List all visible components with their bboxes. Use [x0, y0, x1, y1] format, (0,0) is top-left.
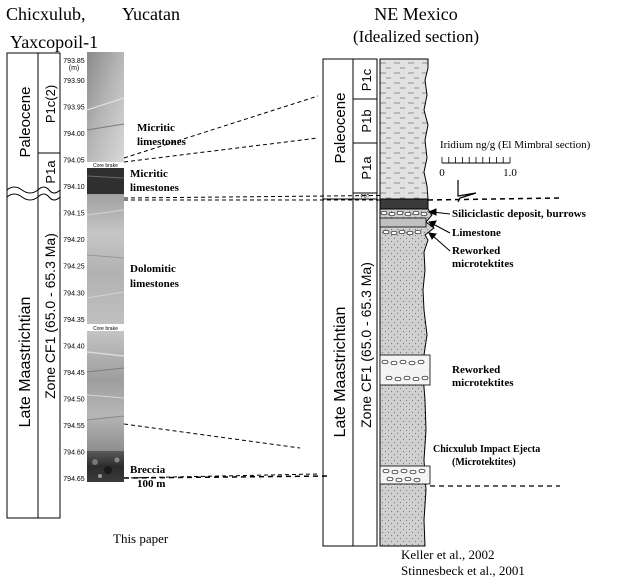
iridium-curve	[457, 180, 477, 203]
depth-label: 793.95	[63, 105, 85, 112]
right-epoch-paleocene: Paleocene	[332, 93, 349, 164]
iridium-tick-0: 0	[439, 167, 445, 179]
left-zone-p1a: P1a	[43, 160, 58, 184]
iridium-title: Iridium ng/g (El Mimbral section)	[440, 139, 591, 151]
lithologic-column	[379, 58, 435, 547]
core-photo	[86, 52, 125, 482]
lith-breccia: Breccia	[130, 464, 166, 476]
depth-label: 794.50	[63, 396, 85, 403]
right-epoch-maastrichtian: Late Maastrichtian	[332, 307, 349, 438]
lith-breccia-thickness: 100 m	[137, 478, 165, 490]
label-limestone: Limestone	[452, 227, 501, 239]
right-zone-p0: P0?	[361, 194, 370, 200]
lith-micritic-1: Micritic	[137, 122, 175, 134]
label-impact-ejecta: Chicxulub Impact Ejecta	[433, 444, 540, 455]
depth-label: 794.05	[63, 158, 85, 165]
depth-label: 794.55	[63, 423, 85, 430]
depth-label: 794.30	[63, 290, 85, 297]
depth-label: 794.35	[63, 317, 85, 324]
right-zone-p1b: P1b	[359, 109, 374, 132]
left-breccia-boundary	[123, 475, 331, 479]
label-reworked-1: Reworked	[452, 245, 500, 257]
right-zone-p1a: P1a	[359, 156, 374, 180]
reference-stinnesbeck: Stinnesbeck et al., 2001	[401, 563, 525, 578]
left-title-line2: Yaxcopoil-1	[10, 32, 98, 52]
core-brake-1: Core brake	[93, 163, 118, 169]
left-zone-p1c: P1c(2)	[43, 85, 58, 123]
left-credit: This paper	[113, 531, 169, 546]
depth-labels: 793.90 793.95 794.00 794.05 794.10 794.15 794.…	[63, 78, 85, 483]
left-title-region: Yucatan	[122, 4, 180, 24]
left-zone-cf1: Zone CF1 (65.0 - 65.3 Ma)	[42, 233, 58, 399]
depth-label: 794.15	[63, 211, 85, 218]
depth-label: 793.85	[63, 58, 85, 65]
iridium-tick-1: 1.0	[503, 167, 517, 179]
left-title-line1: Chicxulub,	[6, 4, 86, 24]
annotation-arrows	[427, 208, 451, 252]
depth-label: 794.65	[63, 476, 85, 483]
depth-label: 793.90	[63, 78, 85, 85]
depth-unit: (m)	[69, 65, 80, 72]
right-zone-p1c: P1c	[359, 68, 374, 91]
depth-label: 794.00	[63, 131, 85, 138]
right-title-line1: NE Mexico	[374, 4, 457, 24]
depth-label: 794.40	[63, 343, 85, 350]
reference-keller: Keller et al., 2002	[401, 547, 495, 562]
depth-label: 794.10	[63, 184, 85, 191]
depth-label: 794.25	[63, 264, 85, 271]
left-zone-column	[37, 52, 61, 519]
label-microtektites-2: microtektites	[452, 377, 514, 389]
right-zone-cf1: Zone CF1 (65.0 - 65.3 Ma)	[358, 262, 374, 428]
depth-label: 794.45	[63, 370, 85, 377]
label-microtektites-ejecta: (Microtektites)	[452, 457, 516, 468]
label-microtektites-1: microtektites	[452, 258, 514, 270]
core-brake-2: Core brake	[93, 326, 118, 332]
label-reworked-2: Reworked	[452, 364, 500, 376]
right-zone-column	[352, 58, 378, 547]
depth-label: 794.20	[63, 237, 85, 244]
iridium-axis	[441, 157, 511, 164]
lith-limestones-1: limestones	[137, 136, 187, 148]
lith-dolomitic: Dolomitic	[130, 263, 176, 275]
right-kt-boundary	[427, 197, 561, 201]
label-siliciclastic: Siliciclastic deposit, burrows	[452, 208, 587, 220]
left-epoch-paleocene: Paleocene	[17, 87, 34, 158]
depth-label: 794.60	[63, 450, 85, 457]
lith-micritic-2: Micritic	[130, 168, 168, 180]
left-epoch-maastrichtian: Late Maastrichtian	[17, 297, 34, 428]
right-title-line2: (Idealized section)	[353, 27, 479, 46]
lith-limestones-2: limestones	[130, 182, 180, 194]
lith-dolomitic-limestones: limestones	[130, 278, 180, 290]
